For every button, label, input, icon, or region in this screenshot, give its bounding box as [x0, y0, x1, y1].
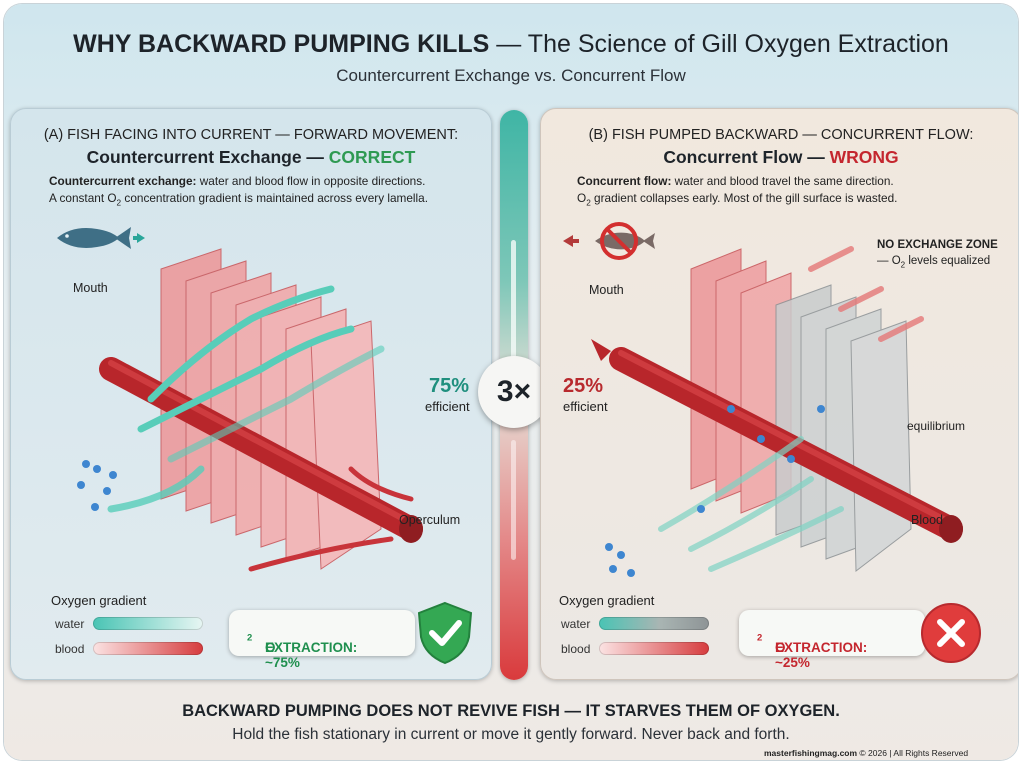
x-circle-icon: [921, 603, 981, 663]
footer-advice: Hold the fish stationary in current or m…: [232, 726, 790, 743]
panel-a-title: Countercurrent Exchange — CORRECT: [86, 147, 416, 167]
blood-vessel-b: [591, 339, 963, 543]
blood-gradient-bar-a: [93, 642, 203, 655]
label-no-exchange-zone: NO EXCHANGE ZONE: [877, 239, 998, 251]
efficiency-label-b: efficient: [563, 399, 608, 414]
gradient-blood-label-b: blood: [561, 642, 591, 656]
check-shield-icon: [417, 601, 473, 665]
label-mouth-b: Mouth: [589, 283, 624, 297]
efficiency-value-a: 75%: [429, 375, 470, 397]
panel-concurrent: (B) FISH PUMPED BACKWARD — CONCURRENT FL…: [540, 108, 1018, 680]
gill-diagram-concurrent: [591, 246, 963, 577]
label-levels-equalized: — O2 levels equalized: [877, 255, 991, 270]
panel-b-heading: (B) FISH PUMPED BACKWARD — CONCURRENT FL…: [588, 127, 974, 143]
multiplier-badge: 3×: [478, 356, 550, 428]
wrong-verdict: WRONG: [829, 147, 899, 167]
panel-b-description: Concurrent flow: water and blood travel …: [577, 174, 898, 208]
gradient-blood-label-a: blood: [55, 642, 85, 656]
no-backward-fish-icon: [563, 222, 655, 260]
label-equilibrium: equilibrium: [907, 419, 966, 433]
water-gradient-bar-b: [599, 617, 709, 630]
gradient-title-a: Oxygen gradient: [51, 593, 147, 608]
copyright-notice: masterfishingmag.com © 2026 | All Rights…: [764, 748, 969, 758]
gradient-title-b: Oxygen gradient: [559, 593, 655, 608]
panel-b-title: Concurrent Flow — WRONG: [663, 147, 899, 167]
water-flow-arrows: [107, 285, 385, 513]
water-gradient-bar-a: [93, 617, 203, 630]
blood-gradient-bar-b: [599, 642, 709, 655]
gill-diagram-countercurrent: [77, 248, 423, 572]
page-title: WHY BACKWARD PUMPING KILLS — The Science…: [73, 30, 949, 58]
panel-a-heading: (A) FISH FACING INTO CURRENT — FORWARD M…: [43, 127, 459, 143]
footer-headline: BACKWARD PUMPING DOES NOT REVIVE FISH — …: [182, 702, 840, 720]
panel-countercurrent: (A) FISH FACING INTO CURRENT — FORWARD M…: [10, 108, 492, 680]
infographic-frame: WHY BACKWARD PUMPING KILLS — The Science…: [4, 4, 1018, 760]
efficiency-value-b: 25%: [563, 375, 604, 397]
gradient-water-label-a: water: [55, 617, 85, 631]
blood-flow-arrows: [248, 466, 414, 572]
panel-a-description: Countercurrent exchange: water and blood…: [49, 174, 429, 208]
page-subtitle: Countercurrent Exchange vs. Concurrent F…: [336, 66, 686, 85]
concurrent-flow-arrows: [658, 436, 844, 572]
fish-forward-icon: [57, 227, 145, 249]
correct-verdict: CORRECT: [328, 147, 416, 167]
efficiency-label-a: efficient: [425, 399, 470, 414]
oxygen-bubbles-b: [605, 405, 825, 577]
label-mouth-a: Mouth: [73, 281, 108, 295]
oxygen-bubbles: [77, 460, 117, 511]
water-flow-arrows-b: [808, 246, 924, 342]
gradient-water-label-b: water: [561, 617, 591, 631]
label-blood: Blood: [911, 513, 943, 527]
label-operculum: Operculum: [399, 513, 461, 527]
